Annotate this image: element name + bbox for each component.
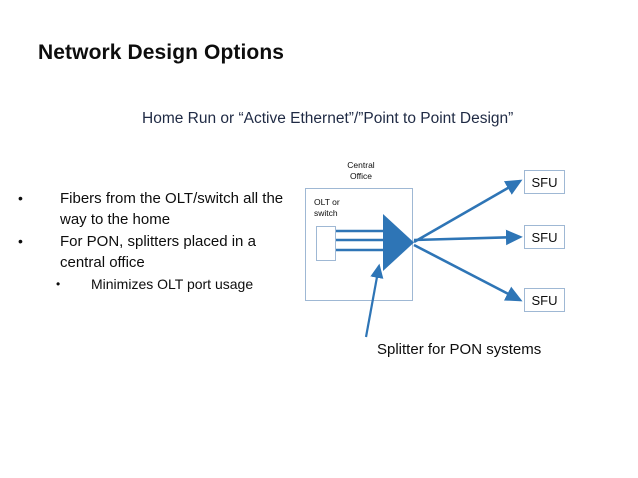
central-office-label-line2: Office	[349, 170, 373, 181]
bullet-marker-icon: •	[18, 233, 23, 249]
olt-switch-box	[316, 226, 336, 261]
page-title: Network Design Options	[38, 41, 285, 64]
list-item-label: For PON, splitters placed in a central o…	[60, 233, 256, 271]
drop-arrow-3	[413, 243, 523, 302]
list-item: • Minimizes OLT port usage	[14, 274, 304, 295]
bullet-list: • Fibers from the OLT/switch all the way…	[14, 188, 304, 296]
list-item: • For PON, splitters placed in a central…	[14, 231, 304, 273]
olt-switch-label-line2: switch	[314, 208, 338, 218]
list-item-label: Minimizes OLT port usage	[91, 276, 254, 292]
splitter-triangle-icon	[383, 214, 414, 271]
bullet-marker-icon: •	[18, 190, 23, 206]
drop-arrow-1	[413, 179, 523, 244]
drop-arrow-2	[413, 229, 523, 246]
sfu-label: SFU	[531, 229, 558, 245]
sfu-box-3: SFU	[524, 288, 565, 312]
sfu-box-1: SFU	[524, 170, 565, 194]
splitter-caption: Splitter for PON systems	[377, 341, 542, 358]
splitter-caption-arrow	[364, 263, 384, 338]
list-item: • Fibers from the OLT/switch all the way…	[14, 188, 304, 230]
sfu-label: SFU	[531, 292, 558, 308]
olt-switch-label-line1: OLT or	[314, 197, 340, 207]
olt-switch-label: OLT or switch	[314, 197, 378, 219]
central-office-label: Central Office	[337, 160, 385, 181]
sfu-label: SFU	[531, 174, 558, 190]
sfu-box-2: SFU	[524, 225, 565, 249]
list-item-label: Fibers from the OLT/switch all the way t…	[60, 190, 284, 228]
slide-subtitle: Home Run or “Active Ethernet”/”Point to …	[142, 110, 514, 127]
bullet-marker-icon: •	[56, 277, 61, 291]
central-office-label-line1: Central	[347, 160, 375, 170]
